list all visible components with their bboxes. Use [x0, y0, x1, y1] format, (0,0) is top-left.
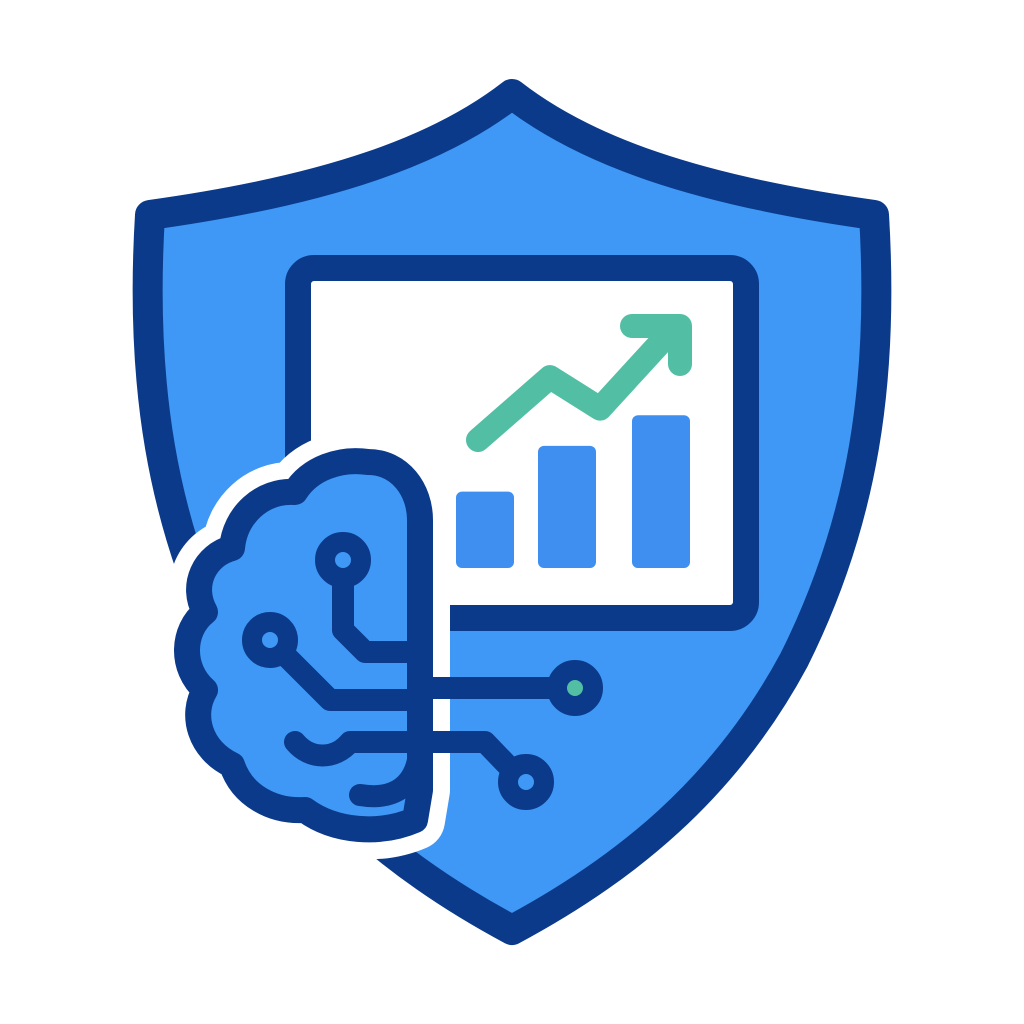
trend-arrow-icon [466, 314, 692, 452]
circuit-node-1 [315, 532, 371, 588]
chart-bar-2 [538, 445, 596, 568]
circuit-trace-2 [259, 629, 431, 711]
trend-arrowhead [620, 314, 692, 376]
circuit-node-4 [498, 754, 554, 810]
brain-circuit-icon [157, 431, 603, 860]
circuit-trace-1 [332, 549, 431, 663]
circuit-node-accent [547, 660, 603, 716]
circuit-node-2 [242, 612, 298, 668]
trend-line [466, 318, 684, 452]
chart-bar-3 [632, 415, 690, 568]
chart-bar-1 [456, 491, 514, 568]
circuit-trace-5 [349, 729, 431, 808]
circuit-trace-4 [284, 731, 521, 779]
bar-chart-icon [456, 415, 690, 568]
